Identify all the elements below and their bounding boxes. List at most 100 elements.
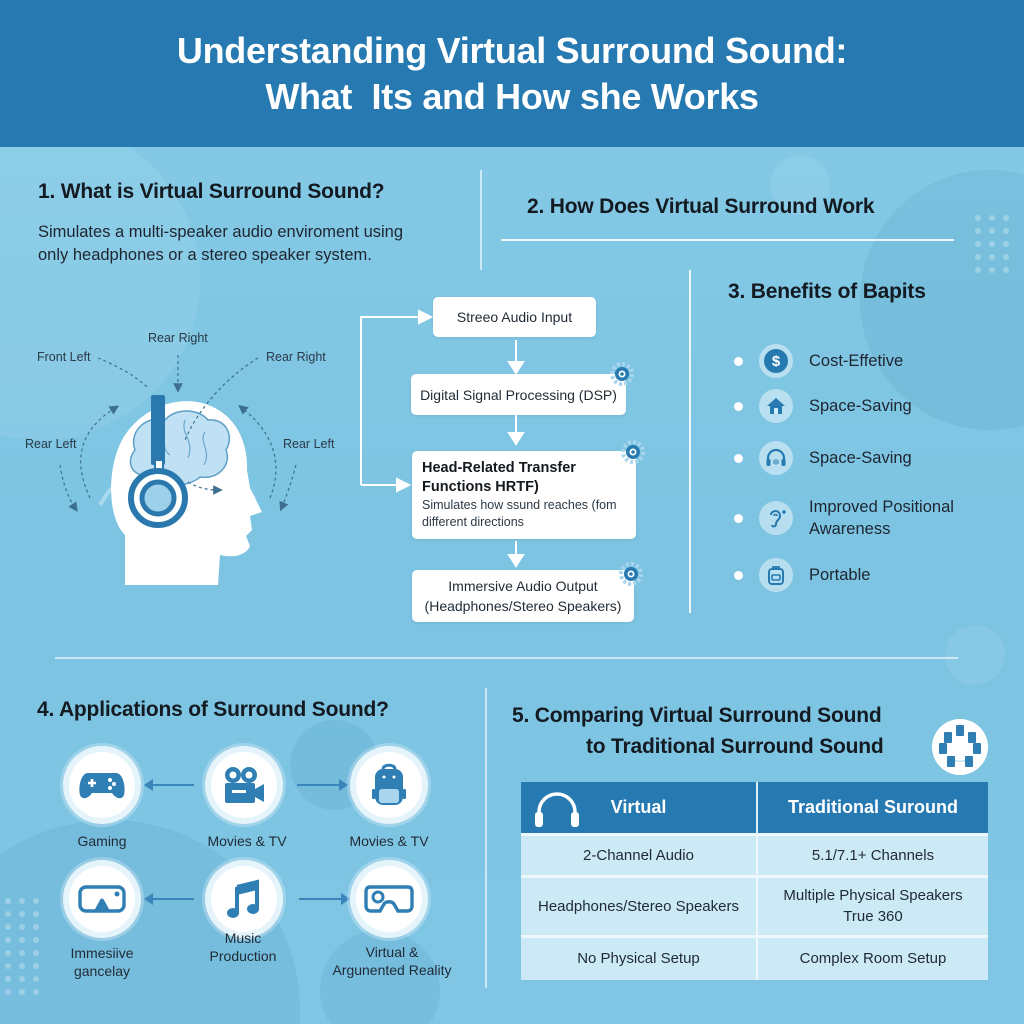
headphones-icon bbox=[759, 441, 793, 475]
bg-circle bbox=[945, 625, 1005, 685]
section3-title: 3. Benefits of Bapits bbox=[728, 280, 926, 303]
page-title-line2: What Its and How she Works bbox=[265, 75, 759, 117]
section2-title: 2. How Does Virtual Surround Work bbox=[527, 195, 875, 218]
app-label-line: Argunented Reality bbox=[332, 962, 452, 978]
divider bbox=[485, 688, 487, 988]
flow-step-stereo-input: Streeo Audio Input bbox=[433, 297, 596, 337]
flow-step-description: Simulates how ssund reaches (fom bbox=[422, 498, 617, 512]
direction-label-front-left: Front Left bbox=[37, 350, 91, 364]
headphones-icon bbox=[128, 395, 188, 528]
gear-icon bbox=[621, 440, 645, 464]
divider bbox=[689, 270, 691, 613]
benefit-label: Space-Saving bbox=[809, 397, 912, 415]
table-cell: Multiple Physical Speakers True 360 bbox=[757, 874, 988, 936]
benefit-label-line: Awareness bbox=[809, 520, 891, 538]
app-label: Movies & TV bbox=[207, 833, 287, 849]
backpack-icon bbox=[759, 558, 793, 592]
flow-step-label: Digital Signal Processing (DSP) bbox=[420, 386, 617, 403]
bullet bbox=[734, 453, 743, 463]
benefit-label: Improved Positional Awareness bbox=[809, 496, 954, 540]
table-header-virtual: Virtual bbox=[521, 782, 758, 834]
divider bbox=[480, 170, 482, 270]
table-cell: No Physical Setup bbox=[521, 934, 758, 980]
vr-headset-icon bbox=[364, 885, 414, 913]
table-cell: 2-Channel Audio bbox=[521, 832, 758, 876]
speaker-layout-icon bbox=[932, 719, 988, 775]
table-cell: 5.1/7.1+ Channels bbox=[757, 832, 988, 876]
section1-description: Simulates a multi-speaker audio envirome… bbox=[38, 221, 403, 267]
app-movies-tv bbox=[205, 746, 283, 824]
app-label: Music Production bbox=[163, 929, 323, 965]
flow-step-title: Head-Related Transfer bbox=[422, 460, 576, 476]
table-cell: Complex Room Setup bbox=[757, 934, 988, 980]
flow-connectors bbox=[360, 309, 525, 568]
dollar-icon: $ bbox=[759, 344, 793, 378]
arrow-left bbox=[144, 893, 194, 905]
flow-step-hrtf: Head-Related Transfer Functions HRTF) Si… bbox=[412, 451, 636, 539]
arrow-left bbox=[144, 779, 194, 791]
direction-label-rear-left-right: Rear Left bbox=[283, 437, 335, 451]
flow-step-label: Streeo Audio Input bbox=[456, 309, 573, 325]
bullet bbox=[734, 513, 743, 523]
app-label-line: Production bbox=[209, 948, 277, 964]
benefit-label: Portable bbox=[809, 566, 871, 584]
app-label: Movies & TV bbox=[349, 833, 429, 849]
bullet bbox=[734, 570, 743, 580]
gamepad-icon bbox=[79, 773, 125, 799]
direction-label-right-top: Rear Right bbox=[266, 350, 326, 364]
table-row: 2-Channel Audio 5.1/7.1+ Channels bbox=[521, 832, 988, 876]
app-gaming bbox=[63, 746, 141, 824]
app-music-production bbox=[205, 860, 283, 938]
app-label-line: Virtual & bbox=[365, 944, 419, 960]
app-label: Immesiive gancelay bbox=[22, 944, 182, 980]
table-header-traditional: Traditional Suround bbox=[757, 782, 988, 834]
description-line: Simulates a multi-speaker audio envirome… bbox=[38, 223, 404, 241]
table-cell: Headphones/Stereo Speakers bbox=[521, 874, 758, 936]
benefit-item: Improved Positional Awareness bbox=[734, 496, 954, 540]
table-cell-line: Multiple Physical Speakers bbox=[783, 887, 963, 904]
section4-title: 4. Applications of Surround Sound? bbox=[37, 698, 389, 721]
goggles-icon bbox=[78, 885, 126, 913]
app-label: Gaming bbox=[77, 833, 127, 849]
app-label: Virtual & Argunented Reality bbox=[312, 943, 472, 979]
flow-step-label: (Headphones/Stereo Speakers) bbox=[424, 598, 622, 614]
benefit-item: Portable bbox=[734, 558, 870, 592]
app-label-line: Music bbox=[224, 930, 262, 946]
flow-step-title: Functions HRTF) bbox=[422, 479, 539, 495]
arrow-right bbox=[297, 779, 348, 791]
movie-camera-icon bbox=[225, 767, 264, 803]
ear-icon bbox=[759, 501, 793, 535]
svg-text:$: $ bbox=[772, 353, 781, 370]
app-movies-tv-2 bbox=[350, 746, 428, 824]
gear-icon bbox=[610, 362, 634, 386]
comparison-table: Virtual Traditional Suround 2-Channel Au… bbox=[521, 782, 988, 980]
music-note-icon bbox=[227, 879, 259, 918]
backpack-icon bbox=[372, 763, 406, 805]
flow-step-dsp: Digital Signal Processing (DSP) bbox=[411, 374, 626, 415]
flow-step-label: Immersive Audio Output bbox=[448, 578, 598, 594]
dot-pattern bbox=[975, 215, 1009, 273]
divider bbox=[501, 239, 954, 241]
direction-label-rear-left: Rear Left bbox=[25, 437, 77, 451]
flow-step-output: Immersive Audio Output (Headphones/Stere… bbox=[412, 570, 634, 622]
direction-label-top: Rear Right bbox=[148, 331, 208, 345]
divider bbox=[55, 657, 958, 659]
headphones-icon bbox=[535, 792, 579, 827]
section5-title-line1: 5. Comparing Virtual Surround Sound bbox=[512, 704, 882, 727]
head-diagram bbox=[59, 355, 297, 585]
app-virtual-augmented-reality bbox=[350, 860, 428, 938]
table-header-label: Virtual bbox=[610, 796, 667, 817]
table-header-label: Traditional Suround bbox=[788, 796, 958, 817]
benefit-label: Space-Saving bbox=[809, 449, 912, 467]
benefit-label: Cost-Effetive bbox=[809, 352, 904, 370]
benefit-item: Space-Saving bbox=[734, 389, 912, 423]
bullet bbox=[734, 401, 743, 411]
gear-icon bbox=[619, 562, 643, 586]
benefit-item: $ Cost-Effetive bbox=[734, 344, 903, 378]
app-label-line: Immesiive bbox=[70, 945, 134, 961]
section5-title-line2: to Traditional Surround Sound bbox=[586, 735, 884, 758]
description-line: only headphones or a stereo speaker syst… bbox=[38, 246, 372, 264]
benefit-label-line: Improved Positional bbox=[809, 498, 954, 516]
section1-title: 1. What is Virtual Surround Sound? bbox=[38, 180, 385, 203]
table-cell-line: True 360 bbox=[843, 908, 903, 925]
